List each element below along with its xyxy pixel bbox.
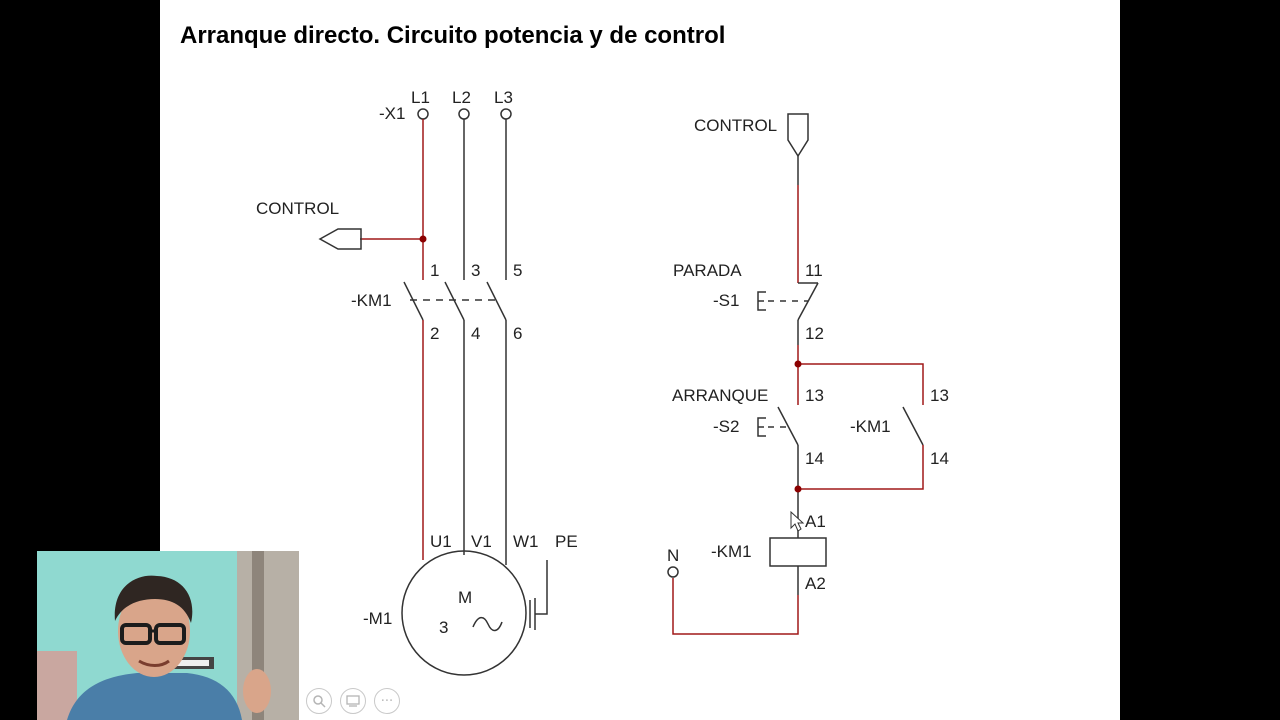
pe-conductor <box>535 560 548 615</box>
more-icon: ··· <box>380 693 394 709</box>
km1-holding-contact <box>902 406 924 446</box>
zoom-button[interactable] <box>306 688 332 714</box>
holding-contact-tag: -KM1 <box>850 417 891 436</box>
motor-tag: -M1 <box>363 609 392 628</box>
s2-contact <box>777 406 799 446</box>
holding-bottom-number: 14 <box>930 449 949 468</box>
s1-bottom-number: 12 <box>805 324 824 343</box>
s2-pushbutton <box>757 417 766 437</box>
wire-holding-branch-top <box>798 363 924 405</box>
km1-bottom-number-6: 6 <box>513 324 522 343</box>
slides-icon <box>346 695 360 707</box>
s1-pushbutton <box>757 291 766 311</box>
terminal-l3 <box>500 108 512 120</box>
power-circuit <box>318 108 548 676</box>
km1-contact-3 <box>486 281 507 321</box>
s2-bottom-number: 14 <box>805 449 824 468</box>
coil-top-terminal: A1 <box>805 512 826 531</box>
control-labels: CONTROL PARADA 11 -S1 12 ARRANQUE 13 13 … <box>667 116 949 593</box>
start-button-label: ARRANQUE <box>672 386 768 405</box>
motor-phase-count: 3 <box>439 618 448 637</box>
s1-top-number: 11 <box>805 261 823 280</box>
coil-tag: -KM1 <box>711 542 752 561</box>
km1-tag: -KM1 <box>351 291 392 310</box>
control-tap-arrow <box>318 228 362 250</box>
power-labels: -X1 L1 L2 L3 CONTROL 1 3 5 -KM1 2 4 6 U1… <box>256 88 578 637</box>
km1-top-number-5: 5 <box>513 261 522 280</box>
slide-title: Arranque directo. Circuito potencia y de… <box>180 22 726 49</box>
km1-bottom-number-2: 2 <box>430 324 439 343</box>
control-circuit <box>667 113 924 635</box>
holding-top-number: 13 <box>930 386 949 405</box>
terminal-l1 <box>417 108 429 120</box>
s2-top-number: 13 <box>805 386 824 405</box>
wire-neutral-return <box>672 578 799 635</box>
zoom-icon <box>313 695 326 708</box>
webcam-overlay <box>37 551 299 720</box>
presentation-controls: ··· <box>306 688 400 716</box>
neutral-label: N <box>667 546 679 565</box>
wire-holding-branch-bottom <box>798 445 924 490</box>
coil-bottom-terminal: A2 <box>805 574 826 593</box>
junction-node <box>794 485 802 493</box>
slide: Arranque directo. Circuito potencia y de… <box>160 0 1120 720</box>
motor-terminal-u1: U1 <box>430 532 452 551</box>
km1-top-number-3: 3 <box>471 261 480 280</box>
neutral-terminal <box>667 566 679 578</box>
presenter-video <box>37 551 299 720</box>
motor-terminal-v1: V1 <box>471 532 492 551</box>
km1-contact-1 <box>403 281 424 321</box>
motor-ac-wave <box>472 616 503 632</box>
stop-button-label: PARADA <box>673 261 742 280</box>
mouse-cursor-icon <box>790 510 805 532</box>
junction-node <box>419 235 427 243</box>
control-supply-symbol <box>787 113 809 158</box>
s1-tag: -S1 <box>713 291 739 310</box>
more-button[interactable]: ··· <box>374 688 400 714</box>
km1-top-number-1: 1 <box>430 261 439 280</box>
slides-button[interactable] <box>340 688 366 714</box>
terminal-block-label: -X1 <box>379 104 405 123</box>
motor-symbol <box>401 550 527 676</box>
motor-terminal-w1: W1 <box>513 532 539 551</box>
km1-bottom-number-4: 4 <box>471 324 480 343</box>
phase-label-l1: L1 <box>411 88 430 107</box>
phase-label-l2: L2 <box>452 88 471 107</box>
km1-coil <box>769 537 827 567</box>
phase-label-l3: L3 <box>494 88 513 107</box>
terminal-l2 <box>458 108 470 120</box>
control-tap-label: CONTROL <box>256 199 339 218</box>
motor-symbol-letter: M <box>458 588 472 607</box>
s2-tag: -S2 <box>713 417 739 436</box>
junction-node <box>794 360 802 368</box>
km1-contact-2 <box>444 281 465 321</box>
motor-terminal-pe: PE <box>555 532 578 551</box>
schematic-diagram: -X1 L1 L2 L3 CONTROL 1 3 5 -KM1 2 4 6 U1… <box>256 88 949 676</box>
control-supply-label: CONTROL <box>694 116 777 135</box>
